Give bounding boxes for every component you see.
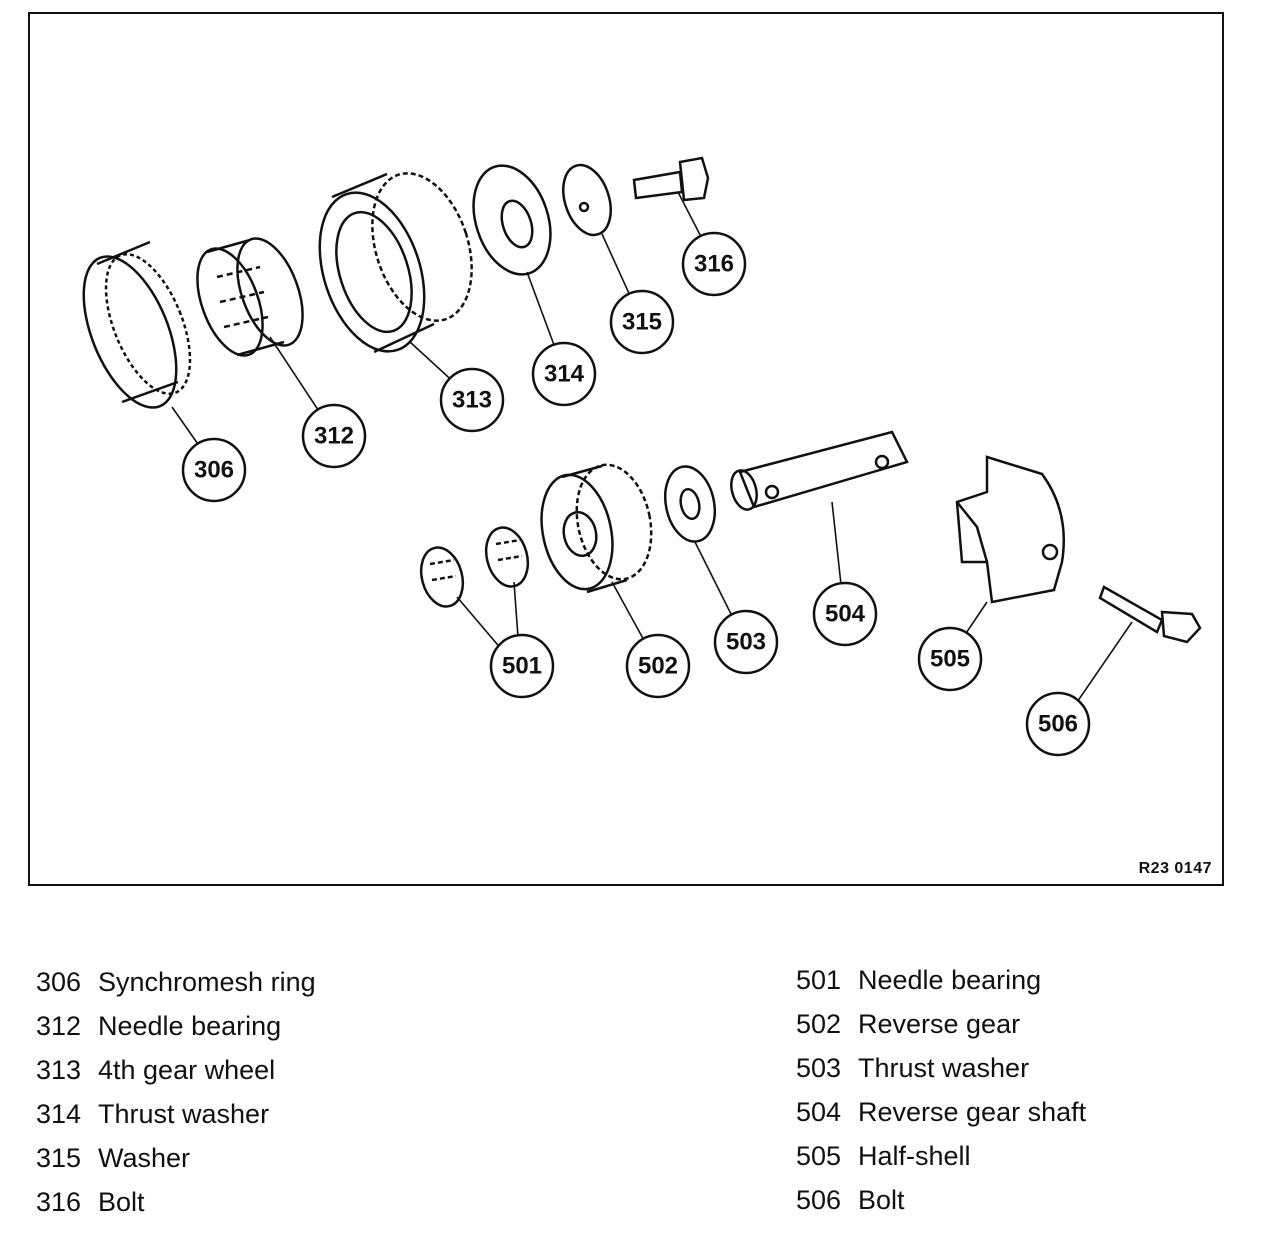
legend-item: 503 Thrust washer (796, 1046, 1086, 1090)
reverse-gear-part (540, 463, 653, 594)
figure-reference: R23 0147 (1138, 860, 1212, 877)
callout-label-501: 501 (502, 653, 542, 680)
callout-505 (917, 626, 983, 692)
callout-306 (181, 437, 247, 503)
legend-number: 312 (36, 1011, 82, 1041)
legend-number: 316 (36, 1187, 82, 1217)
callout-label-504: 504 (825, 601, 866, 628)
legend-number: 315 (36, 1143, 82, 1173)
legend-number: 502 (796, 1009, 842, 1039)
thrust-washer-503-part (663, 465, 717, 543)
legend-label: Reverse gear (858, 1009, 1021, 1039)
callout-label-505: 505 (930, 646, 970, 673)
callout-312 (301, 403, 367, 469)
legend-item: 315 Washer (36, 1136, 316, 1180)
legend-label: Washer (98, 1143, 191, 1173)
legend-label: Thrust washer (858, 1053, 1030, 1083)
legend-left: 306 Synchromesh ring 312 Needle bearing 31… (36, 960, 316, 1224)
legend-label: Reverse gear shaft (858, 1097, 1087, 1127)
callout-label-315: 315 (622, 309, 662, 336)
legend-number: 306 (36, 967, 82, 997)
callout-315 (609, 289, 675, 355)
callout-503 (713, 609, 779, 675)
callout-501 (489, 633, 555, 699)
legend-number: 313 (36, 1055, 82, 1085)
legend-label: 4th gear wheel (98, 1055, 276, 1085)
half-shell-part (955, 455, 1066, 604)
legend-label: Needle bearing (858, 965, 1042, 995)
legend-label: Thrust washer (98, 1099, 270, 1129)
legend-label: Needle bearing (98, 1011, 282, 1041)
legend-number: 314 (36, 1099, 82, 1129)
legend-item: 506 Bolt (796, 1178, 1086, 1222)
legend-number: 506 (796, 1185, 842, 1215)
legend-number: 504 (796, 1097, 842, 1127)
needle-bearing-501-part (419, 526, 530, 608)
legend-label: Half-shell (858, 1141, 971, 1171)
exploded-diagram-frame: 306 312 313 314 315 316 501 502 503 504 … (28, 12, 1224, 886)
callout-label-502: 502 (638, 653, 678, 680)
callout-label-316: 316 (694, 251, 734, 278)
callout-label-312: 312 (314, 423, 354, 450)
legend-number: 503 (796, 1053, 842, 1083)
legend-item: 314 Thrust washer (36, 1092, 316, 1136)
needle-bearing-312-part (196, 237, 304, 357)
callout-316 (681, 231, 747, 297)
callout-label-314: 314 (544, 361, 585, 388)
callout-313 (439, 367, 505, 433)
washer-315-part (562, 163, 612, 237)
legend-right: 501 Needle bearing 502 Reverse gear 503 Thr… (796, 958, 1086, 1222)
reverse-gear-shaft-part (730, 430, 909, 511)
callout-label-313: 313 (452, 387, 492, 414)
legend-number: 505 (796, 1141, 842, 1171)
legend-label: Bolt (858, 1185, 905, 1215)
legend-item: 306 Synchromesh ring (36, 960, 316, 1004)
synchromesh-ring-part (82, 240, 192, 409)
legend-item: 504 Reverse gear shaft (796, 1090, 1086, 1134)
legend-item: 316 Bolt (36, 1180, 316, 1224)
legend-item: 313 4th gear wheel (36, 1048, 316, 1092)
callout-label-306: 306 (194, 457, 234, 484)
legend-item: 502 Reverse gear (796, 1002, 1086, 1046)
legend-item: 501 Needle bearing (796, 958, 1086, 1002)
callout-502 (625, 633, 691, 699)
exploded-parts-drawing: 306 312 313 314 315 316 501 502 503 504 … (82, 156, 1202, 757)
legend-label: Bolt (98, 1187, 145, 1217)
callout-504 (812, 581, 878, 647)
legend-item: 505 Half-shell (796, 1134, 1086, 1178)
fourth-gear-wheel-part (318, 172, 473, 354)
callout-506 (1025, 691, 1091, 757)
bolt-506-part (1098, 585, 1202, 644)
callout-label-506: 506 (1038, 711, 1078, 738)
bolt-316-part (632, 156, 710, 202)
callout-314 (531, 341, 597, 407)
thrust-washer-314-part (472, 164, 552, 276)
legend-label: Synchromesh ring (98, 967, 316, 997)
callout-label-503: 503 (726, 629, 766, 656)
legend-number: 501 (796, 965, 842, 995)
legend-item: 312 Needle bearing (36, 1004, 316, 1048)
